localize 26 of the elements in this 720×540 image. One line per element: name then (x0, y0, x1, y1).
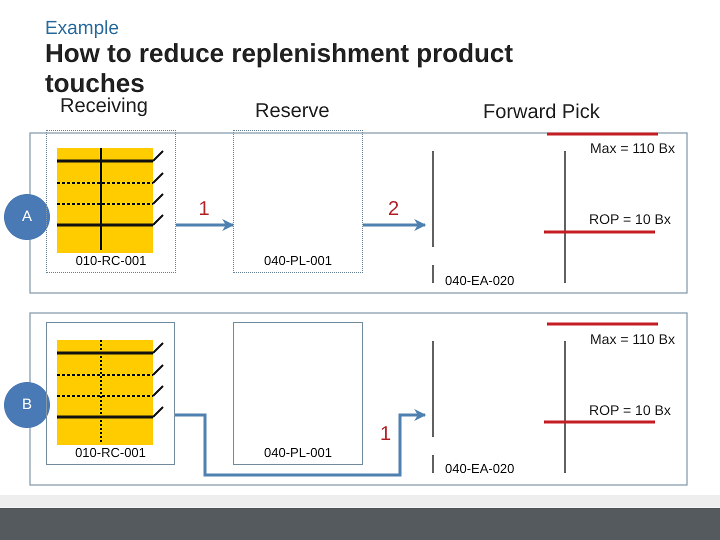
location-code: 010-RC-001 (74, 445, 147, 460)
location-code: 010-RC-001 (74, 253, 148, 268)
arrow (363, 219, 426, 231)
rop-level-label: ROP = 10 Bx (589, 211, 671, 227)
marker-letter: B (20, 396, 33, 413)
location-marker (4, 382, 50, 428)
location-code: 040-PL-001 (263, 253, 333, 268)
location-code: 040-EA-020 (445, 461, 514, 476)
max-level-label: Max = 110 Bx (590, 140, 675, 156)
column-heading: Receiving (60, 95, 148, 118)
location-box (233, 130, 363, 273)
location-code: 040-PL-001 (263, 445, 333, 460)
max-level-label: Max = 110 Bx (590, 331, 675, 347)
location-box (233, 322, 363, 465)
arrow (176, 219, 234, 231)
location-box (46, 322, 175, 465)
arrow (175, 409, 426, 476)
location-box (46, 130, 176, 273)
column-heading: Reserve (255, 100, 330, 123)
column-heading: Forward Pick (483, 101, 600, 124)
title: How to reduce replenishment product touches (45, 38, 514, 98)
location-code: 040-EA-020 (445, 273, 514, 288)
rop-level-label: ROP = 10 Bx (589, 402, 671, 418)
marker-letter: A (20, 208, 33, 225)
location-marker (4, 194, 50, 240)
subtitle: Example (45, 18, 119, 40)
